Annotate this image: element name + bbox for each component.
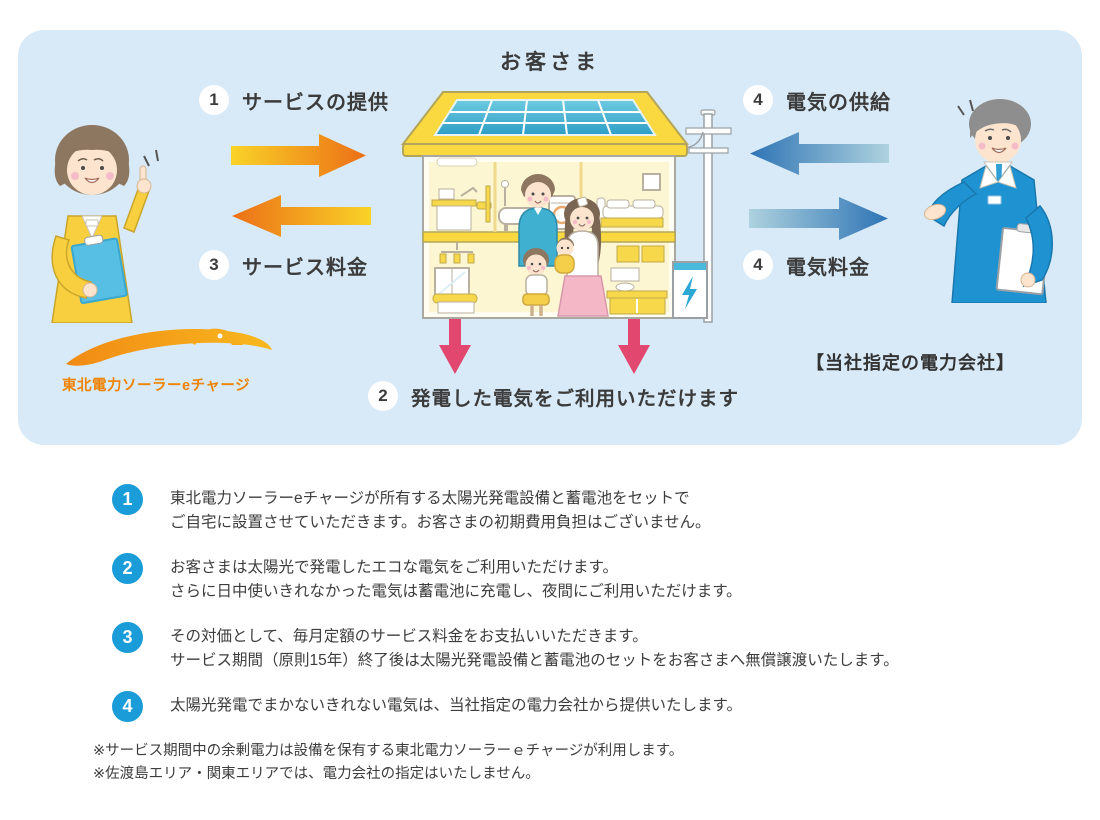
footnotes: ※サービス期間中の余剰電力は設備を保有する東北電力ソーラーｅチャージが利用します… [93,740,683,786]
brand-logo: 東北電力ソーラーeチャージ [62,320,282,395]
flow-label-text: サービス料金 [242,256,368,279]
solar-panel [433,99,657,136]
solar-grid [442,99,648,136]
flow-label-text: 発電した電気をご利用いただけます [411,387,740,410]
step-item-1: 1 東北電力ソーラーeチャージが所有する太陽光発電設備と蓄電池をセットで ご自宅… [112,484,711,535]
arrow-left-orange-icon [232,195,371,237]
step-text: 東北電力ソーラーeチャージが所有する太陽光発電設備と蓄電池をセットで ご自宅に設… [170,490,711,531]
bedroom [596,173,664,228]
power-pole [682,109,732,323]
flow-number-badge: 4 [743,250,773,280]
step-item-3: 3 その対価として、毎月定額のサービス料金をお支払いいただきます。 サービス期間… [112,622,899,673]
flow-label-electricity-fee: 4 電気料金 [743,250,870,280]
power-company-man-illustration [923,99,1053,303]
flow-number-badge: 2 [368,381,398,411]
arrow-right-orange-icon [231,134,366,177]
roof [400,91,690,157]
battery-unit [672,261,708,319]
flow-label-text: 電気料金 [786,256,870,279]
family [518,174,609,317]
flow-label-service-provision: 1 サービスの提供 [199,85,389,115]
flow-label-electricity-supply: 4 電気の供給 [743,85,891,115]
study-room [431,185,492,231]
footnote-line: ※サービス期間中の余剰電力は設備を保有する東北電力ソーラーｅチャージが利用します… [93,743,684,759]
step-number-badge: 2 [112,553,143,584]
kitchen [606,245,668,315]
step-number-badge: 4 [112,691,143,722]
name-tag [85,219,99,227]
living-room [432,242,478,314]
step-number-badge: 1 [112,484,143,515]
flow-number-badge: 1 [199,85,229,115]
motion-marks [143,149,159,167]
customer-title: お客さま [500,51,600,74]
logo-swoosh-icon [66,328,272,366]
arrow-left-blue-icon [750,132,889,175]
power-company-label: 【当社指定の電力会社】 [806,353,1015,373]
flow-label-text: サービスの提供 [242,91,389,114]
footnote-line: ※佐渡島エリア・関東エリアでは、電力会社の指定はいたしません。 [93,766,540,782]
flow-label-use-generated-power: 2 発電した電気をご利用いただけます [368,381,739,411]
step-text: 太陽光発電でまかないきれない電気は、当社指定の電力会社から提供いたします。 [170,697,742,714]
diagram-panel: お客さま 1 サービスの提供 3 サービス料金 4 電気の供給 4 電気料金 2… [18,30,1082,445]
arrow-down-pink-icon [618,319,650,374]
step-item-4: 4 太陽光発電でまかないきれない電気は、当社指定の電力会社から提供いたします。 [112,691,742,722]
arrow-right-blue-icon [749,197,888,240]
flow-number-badge: 4 [743,85,773,115]
flow-label-text: 電気の供給 [786,91,891,114]
arrow-down-pink-icon [439,319,471,374]
logo-text: 東北電力ソーラーeチャージ [62,378,251,394]
motion-marks [957,99,974,116]
house-illustration [400,91,732,323]
step-item-2: 2 お客さまは太陽光で発電したエコな電気をご利用いただけます。 さらに日中使いき… [112,553,742,604]
step-number-badge: 3 [112,622,143,653]
service-staff-woman-illustration [51,125,159,323]
step-text: お客さまは太陽光で発電したエコな電気をご利用いただけます。 さらに日中使いきれな… [170,559,742,600]
id-badge [987,195,1002,205]
step-text: その対価として、毎月定額のサービス料金をお支払いいただきます。 サービス期間（原… [170,628,899,669]
lightning-icon [682,276,697,309]
flow-label-service-fee: 3 サービス料金 [199,250,368,280]
flow-number-badge: 3 [199,250,229,280]
